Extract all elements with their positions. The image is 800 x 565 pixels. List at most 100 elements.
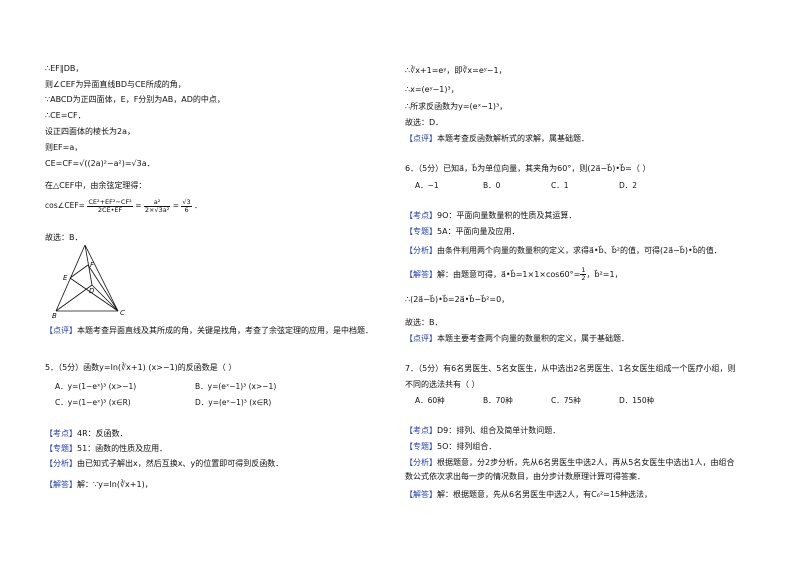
knowledge-point: 【考点】4R：反函数． (45, 428, 128, 439)
figure-label: F (90, 261, 95, 269)
knowledge-text: 4R：反函数． (77, 429, 128, 438)
comment-line: 【点评】本题考查反函数解析式的求解，属基础题． (405, 133, 589, 144)
analysis-tag: 【分析】 (405, 458, 437, 467)
text-line: 在△CEF中，由余弦定理得： (45, 181, 147, 190)
comment-text: 本题考查异面直线及其所成的角，关键是找角，考查了余弦定理的应用，是中档题． (77, 326, 373, 335)
topic-tag: 【专题】 (405, 227, 437, 236)
text-line: 则EF=a， (45, 143, 83, 152)
text-line: CE=CF=√((2a)²−a²)=√3a． (45, 159, 155, 168)
analysis-text: 由已知式子解出x，然后互换x、y的位置即可得到反函数． (77, 459, 284, 468)
figure-label: D (89, 287, 95, 295)
cosine-formula: cos∠CEF= CE²+EF²−CF² 2CE•EF = a² 2×√3a² … (45, 198, 202, 214)
text-line: ∴∛x+1=eʸ，即∛x=eʸ−1， (405, 66, 507, 75)
option-c: C．1 (551, 181, 569, 190)
fraction-denominator: 2 (581, 274, 586, 282)
knowledge-tag: 【考点】 (405, 426, 437, 435)
option-c: C．y=(1−eˣ)³ (x∈R) (55, 398, 131, 407)
analysis-text: 根据题意，分2步分析，先从6名男医生中选2人，再从5名女医生中选出1人，由组合 (437, 458, 735, 467)
fraction-denominator: 2×√3a² (144, 205, 170, 214)
comment-tag: 【点评】 (405, 134, 437, 143)
comment-text: 本题考查反函数解析式的求解，属基础题． (437, 134, 589, 143)
topic-line: 【专题】5A：平面向量及应用． (405, 226, 520, 237)
knowledge-tag: 【考点】 (405, 211, 437, 220)
option-d: D．150种 (619, 396, 655, 405)
fraction: CE²+EF²−CF² 2CE•EF (87, 197, 133, 214)
question-7: 7．（5分）有6名男医生、5名女医生，从中选出2名男医生、1名女医生组成一个医疗… (405, 364, 736, 373)
option-b: B．70种 (483, 396, 513, 405)
knowledge-text: 9O：平面向量数量积的性质及其运算． (437, 211, 577, 220)
comment-line: 【点评】本题主要考查两个向量的数量积的定义，属于基础题． (405, 333, 629, 344)
figure-label: A (81, 243, 87, 245)
fraction-denominator: 6 (184, 205, 189, 214)
fraction-numerator: CE²+EF²−CF² (87, 197, 133, 207)
text-line: ∴x=(eʸ−1)³， (405, 85, 459, 94)
analysis-line-cont: 数公式依次求出每一步的情况数目，由分步计数原理计算可得答案． (405, 472, 645, 481)
question-7-cont: 不同的选法共有（ ） (405, 380, 480, 389)
option-a: A．y=(1−eˣ)³ (x>−1) (55, 382, 137, 391)
answer-tag: 【解答】 (405, 270, 437, 279)
topic-text: 5A：平面向量及应用． (437, 227, 520, 236)
option-a: A．−1 (415, 181, 439, 190)
figure-label: E (63, 274, 68, 282)
fraction-numerator: a² (143, 198, 171, 207)
analysis-line: 【分析】由条件利用两个向量的数量积的定义，求得a⃗•b⃗、b⃗²的值，可得(2a… (405, 245, 722, 256)
answer-tag: 【解答】 (405, 490, 437, 499)
figure-label: B (52, 312, 57, 318)
knowledge-text: D9：排列、组合及简单计数问题． (437, 426, 561, 435)
answer-tag: 【解答】 (45, 480, 77, 489)
knowledge-point: 【考点】D9：排列、组合及简单计数问题． (405, 425, 560, 436)
fraction: a² 2×√3a² (143, 198, 171, 214)
option-b: B．0 (483, 181, 501, 190)
topic-tag: 【专题】 (405, 442, 437, 451)
analysis-line: 【分析】由已知式子解出x，然后互换x、y的位置即可得到反函数． (45, 458, 283, 469)
knowledge-tag: 【考点】 (45, 429, 77, 438)
analysis-tag: 【分析】 (45, 459, 77, 468)
topic-line: 【专题】51：函数的性质及应用． (45, 443, 167, 454)
text-line: ∴CE=CF． (45, 111, 86, 120)
option-c: C．75种 (551, 396, 581, 405)
text-line: ∴(2a⃗−b⃗)•b⃗=2a⃗•b⃗−b⃗²=0， (405, 295, 510, 304)
fraction: √3 6 (181, 197, 192, 214)
cos-lhs: cos∠CEF= (45, 201, 85, 210)
topic-line: 【专题】5O：排列组合． (405, 441, 496, 452)
tetrahedron-figure: A F D E B C (52, 243, 125, 318)
fraction-denominator: 2CE•EF (97, 205, 123, 214)
figure-label: C (120, 309, 125, 317)
text-line: ∴EF∥DB， (45, 64, 84, 73)
answer-line: 【解答】解：根据题意，先从6名男医生中选2人，有C₆²=15种选法， (405, 489, 652, 500)
answer-text: 解：由题意可得，a⃗•b⃗=1×1×cos60°= (437, 270, 581, 279)
option-d: D．2 (619, 181, 638, 190)
answer-text: 解：根据题意，先从6名男医生中选2人，有C₆²=15种选法， (437, 490, 653, 499)
fraction-numerator: √3 (181, 197, 192, 207)
text-line: 故选：D． (405, 118, 444, 127)
text-line: 则∠CEF为异面直线BD与CE所成的角， (45, 80, 186, 89)
text-line: 故选：B． (405, 318, 443, 327)
question-6: 6．（5分）已知a⃗，b⃗为单位向量，其夹角为60°，则(2a⃗−b⃗)•b⃗=… (405, 164, 651, 173)
text-line: ∴所求反函数为y=(eˣ−1)³， (405, 102, 508, 111)
analysis-text: 由条件利用两个向量的数量积的定义，求得a⃗•b⃗、b⃗²的值，可得(2a⃗−b⃗… (437, 246, 722, 255)
comment-tag: 【点评】 (405, 334, 437, 343)
knowledge-point: 【考点】9O：平面向量数量积的性质及其运算． (405, 210, 576, 221)
analysis-line: 【分析】根据题意，分2步分析，先从6名男医生中选2人，再从5名女医生中选出1人，… (405, 457, 734, 468)
option-b: B．y=(eˣ−1)³ (x>−1) (195, 382, 277, 391)
fraction-numerator: 1 (580, 266, 587, 275)
question-5: 5．（5分）函数y=ln(∛x+1) (x>−1)的反函数是（ ） (45, 363, 237, 372)
option-a: A．60种 (415, 396, 445, 405)
period: ． (194, 201, 202, 210)
analysis-tag: 【分析】 (405, 246, 437, 255)
topic-tag: 【专题】 (45, 444, 77, 453)
equals-sign: = (172, 201, 180, 210)
comment-text: 本题主要考查两个向量的数量积的定义，属于基础题． (437, 334, 629, 343)
answer-line: 【解答】解：∵y=ln(∛x+1)， (45, 479, 153, 490)
option-d: D．y=(eˣ−1)³ (x∈R) (195, 398, 272, 407)
comment-line: 【点评】本题考查异面直线及其所成的角，关键是找角，考查了余弦定理的应用，是中档题… (45, 325, 373, 336)
equals-sign: = (135, 201, 142, 210)
text-line: ∵ABCD为正四面体，E，F分别为AB，AD的中点， (45, 95, 225, 104)
text-line: 故选：B． (45, 233, 83, 242)
topic-text: 5O：排列组合． (437, 442, 497, 451)
answer-text: ，b⃗²=1， (586, 270, 623, 279)
comment-tag: 【点评】 (45, 326, 77, 335)
text-line: 设正四面体的棱长为2a， (45, 127, 135, 136)
